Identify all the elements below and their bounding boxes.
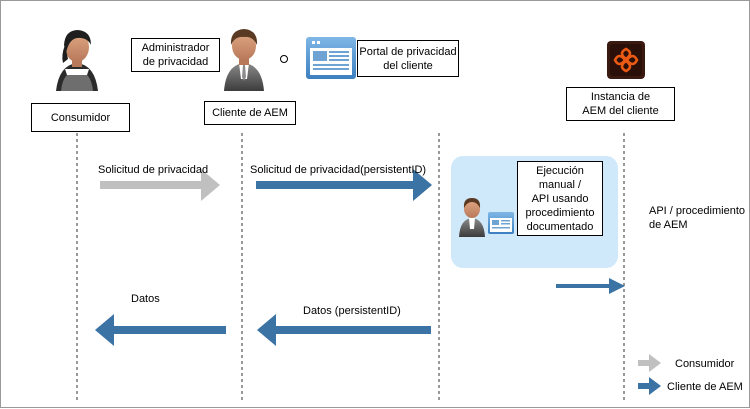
legend-aem-client-label: Cliente de AEM bbox=[667, 381, 743, 393]
label-data: Datos bbox=[131, 293, 160, 305]
privacy-admin-box: Administrador de privacidad bbox=[131, 38, 220, 72]
legend-consumer-label: Consumidor bbox=[675, 358, 735, 370]
person-male-icon bbox=[224, 29, 264, 91]
legend-consumer-arrow bbox=[638, 354, 661, 372]
label-privacy-request-pid: Solicitud de privacidad(persistentID) bbox=[250, 164, 427, 176]
person-female-icon bbox=[56, 30, 98, 91]
arrows bbox=[95, 169, 625, 346]
label-data-pid: Datos (persistentID) bbox=[303, 305, 401, 317]
aem-client-box: Cliente de AEM bbox=[204, 101, 296, 125]
legend-arrows bbox=[638, 354, 661, 395]
privacy-portal-box: Portal de privacidad del cliente bbox=[357, 40, 459, 77]
web-portal-icon bbox=[306, 37, 356, 79]
aem-instance-box: Instancia de AEM del cliente bbox=[566, 87, 675, 121]
arrow-privacy-request-pid bbox=[256, 169, 432, 201]
label-privacy-request: Solicitud de privacidad bbox=[98, 164, 209, 176]
arrow-api-procedure bbox=[556, 278, 625, 294]
arrow-data bbox=[95, 314, 226, 346]
lifelines bbox=[76, 133, 625, 401]
consumer-box: Consumidor bbox=[31, 103, 130, 132]
or-marker: o bbox=[280, 51, 290, 65]
or-marker-circle bbox=[280, 55, 288, 63]
adobe-experience-manager-icon bbox=[607, 41, 645, 79]
arrow-data-pid bbox=[257, 314, 431, 346]
person-with-browser-icon bbox=[459, 198, 514, 237]
execution-box: Ejecución manual / API usando procedimie… bbox=[517, 161, 603, 236]
label-api-procedure: API / procedimiento de AEM bbox=[649, 205, 745, 231]
legend-aem-client-arrow bbox=[638, 377, 661, 395]
arrow-privacy-request bbox=[100, 169, 220, 201]
